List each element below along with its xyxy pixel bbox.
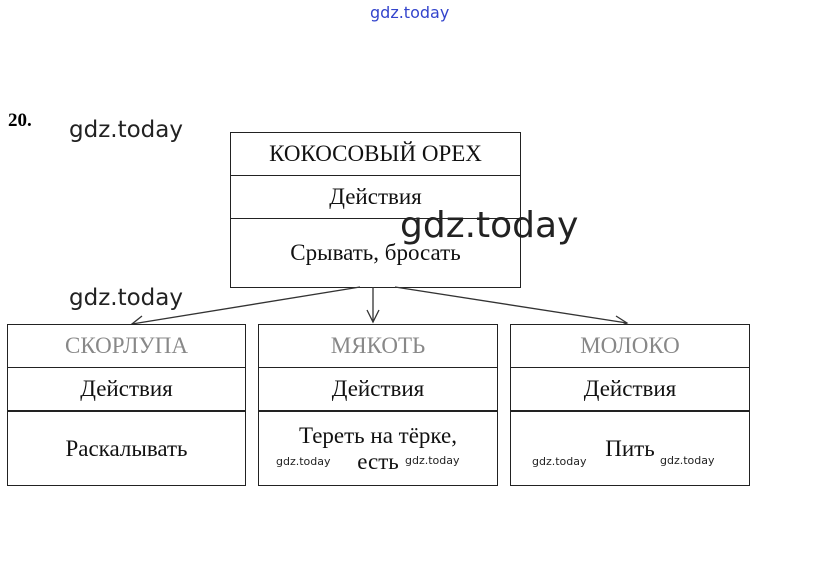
watermark: gdz.today [405, 454, 460, 467]
watermark: gdz.today [69, 117, 183, 143]
child-subtitle: Действия [8, 368, 245, 412]
root-subtitle: Действия [231, 176, 520, 219]
child-subtitle: Действия [511, 368, 749, 412]
watermark: gdz.today [660, 454, 715, 467]
child-content: Тереть на тёрке, есть [299, 423, 457, 474]
child-content: Раскалывать [65, 436, 188, 461]
root-title: КОКОСОВЫЙ ОРЕХ [231, 133, 520, 176]
watermark: gdz.today [532, 455, 587, 468]
watermark: gdz.today [276, 455, 331, 468]
child-node-pulp: МЯКОТЬ Действия Тереть на тёрке, есть [258, 324, 498, 486]
child-content: Пить [605, 436, 655, 461]
task-number: 20. [8, 110, 32, 131]
child-node-milk: МОЛОКО Действия Пить [510, 324, 750, 486]
child-title: СКОРЛУПА [8, 325, 245, 368]
child-title: МЯКОТЬ [259, 325, 497, 368]
child-node-shell: СКОРЛУПА Действия Раскалывать [7, 324, 246, 486]
watermark: gdz.today [69, 285, 183, 311]
watermark: gdz.today [370, 3, 450, 22]
arrow-to-shell [131, 286, 361, 325]
root-node: КОКОСОВЫЙ ОРЕХ Действия Срывать, бросать [230, 132, 521, 288]
root-content: Срывать, бросать [290, 240, 461, 265]
child-subtitle: Действия [259, 368, 497, 412]
child-title: МОЛОКО [511, 325, 749, 368]
watermark: gdz.today [400, 205, 579, 246]
arrow-to-milk [394, 286, 628, 324]
